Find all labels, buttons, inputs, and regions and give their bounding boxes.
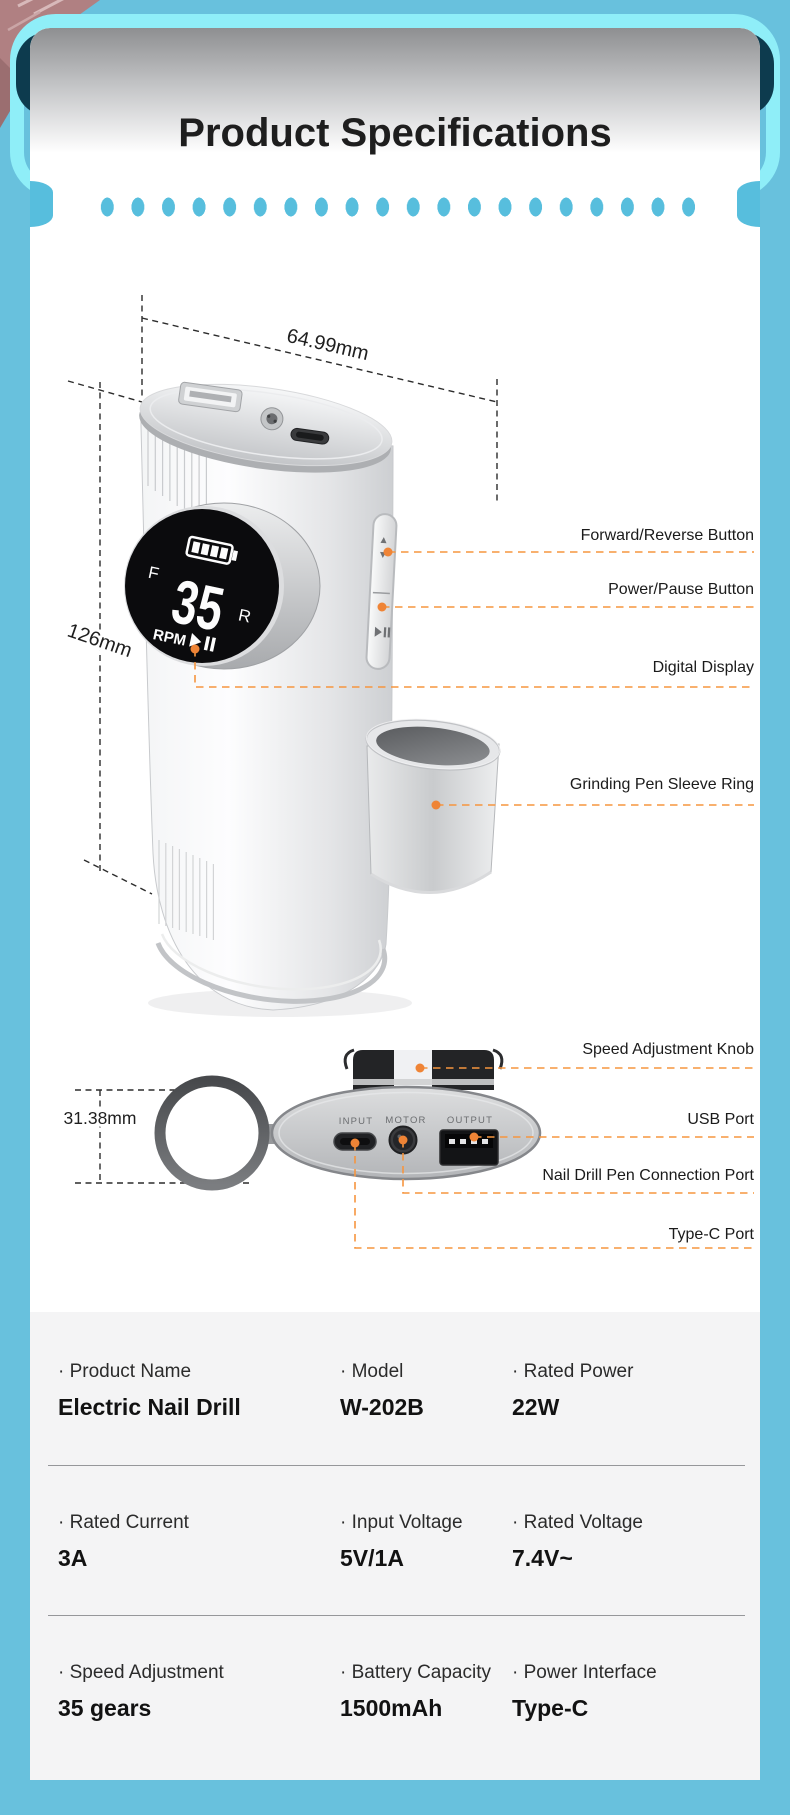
card-top-gradient	[30, 28, 760, 153]
output-port-label: OUTPUT	[447, 1115, 493, 1126]
usb-port	[439, 1129, 499, 1166]
display-reverse-label: R	[237, 605, 253, 626]
battery-icon	[185, 535, 239, 565]
spec-input-voltage: · Input Voltage 5V/1A	[340, 1512, 463, 1571]
width-dimension: 64.99mm	[285, 325, 371, 365]
callout-power-pause: Power/Pause Button	[608, 581, 754, 598]
top-usb-port	[178, 381, 243, 413]
input-port-label: INPUT	[339, 1116, 374, 1127]
display-forward-label: F	[147, 563, 161, 584]
base-chrome-rim	[155, 942, 388, 1004]
product-diagrams: F R 35 RPM	[61, 295, 754, 1249]
spec-divider-2	[48, 1615, 745, 1617]
callout-digital-display: Digital Display	[652, 659, 754, 676]
dots-divider	[92, 197, 704, 217]
thickness-dimension: 31.38mm	[64, 1108, 137, 1128]
spec-rated-current: · Rated Current 3A	[58, 1512, 189, 1571]
top-motor-port	[260, 407, 284, 431]
spec-product-name: · Product Name Electric Nail Drill	[58, 1361, 241, 1420]
motor-port-label: MOTOR	[385, 1115, 426, 1126]
body-ridges-bottom	[158, 840, 214, 940]
callout-motor-port: Nail Drill Pen Connection Port	[542, 1167, 754, 1184]
right-notch	[737, 181, 760, 227]
spec-speed-adjustment: · Speed Adjustment 35 gears	[58, 1662, 224, 1721]
callout-usb-port: USB Port	[687, 1111, 754, 1128]
product-spec-card: Product Specifications	[30, 28, 760, 1780]
callout-typec-port: Type-C Port	[668, 1226, 754, 1243]
spec-battery-capacity: · Battery Capacity 1500mAh	[340, 1662, 491, 1721]
digital-display-knob: F R 35 RPM	[124, 502, 321, 670]
callout-dots	[190, 547, 479, 1148]
top-typec-port	[290, 427, 330, 445]
page-title: Product Specifications	[178, 111, 612, 155]
spec-divider-1	[48, 1465, 745, 1467]
dimension-lines	[67, 295, 498, 1184]
callout-speed-knob: Speed Adjustment Knob	[582, 1041, 754, 1058]
device-ports-face: INPUT MOTOR OUTPUT	[270, 1085, 542, 1181]
left-notch	[30, 181, 53, 227]
callout-sleeve-ring: Grinding Pen Sleeve Ring	[569, 776, 754, 793]
play-pause-icon	[189, 632, 216, 652]
sleeve-ring-cup	[365, 718, 501, 894]
hanging-ring	[154, 1075, 286, 1191]
spec-model: · Model W-202B	[340, 1361, 424, 1420]
spec-rated-voltage: · Rated Voltage 7.4V~	[512, 1512, 643, 1571]
device-top-face	[139, 381, 393, 473]
display-unit-label: RPM	[151, 626, 187, 650]
spec-table: · Product Name Electric Nail Drill · Mod…	[30, 1312, 760, 1780]
power-pause-icon	[374, 626, 391, 638]
callout-forward-reverse: Forward/Reverse Button	[580, 527, 754, 544]
callout-lines	[194, 551, 754, 1249]
spec-power-interface: · Power Interface Type-C	[512, 1662, 657, 1721]
spec-rated-power: · Rated Power 22W	[512, 1361, 634, 1420]
